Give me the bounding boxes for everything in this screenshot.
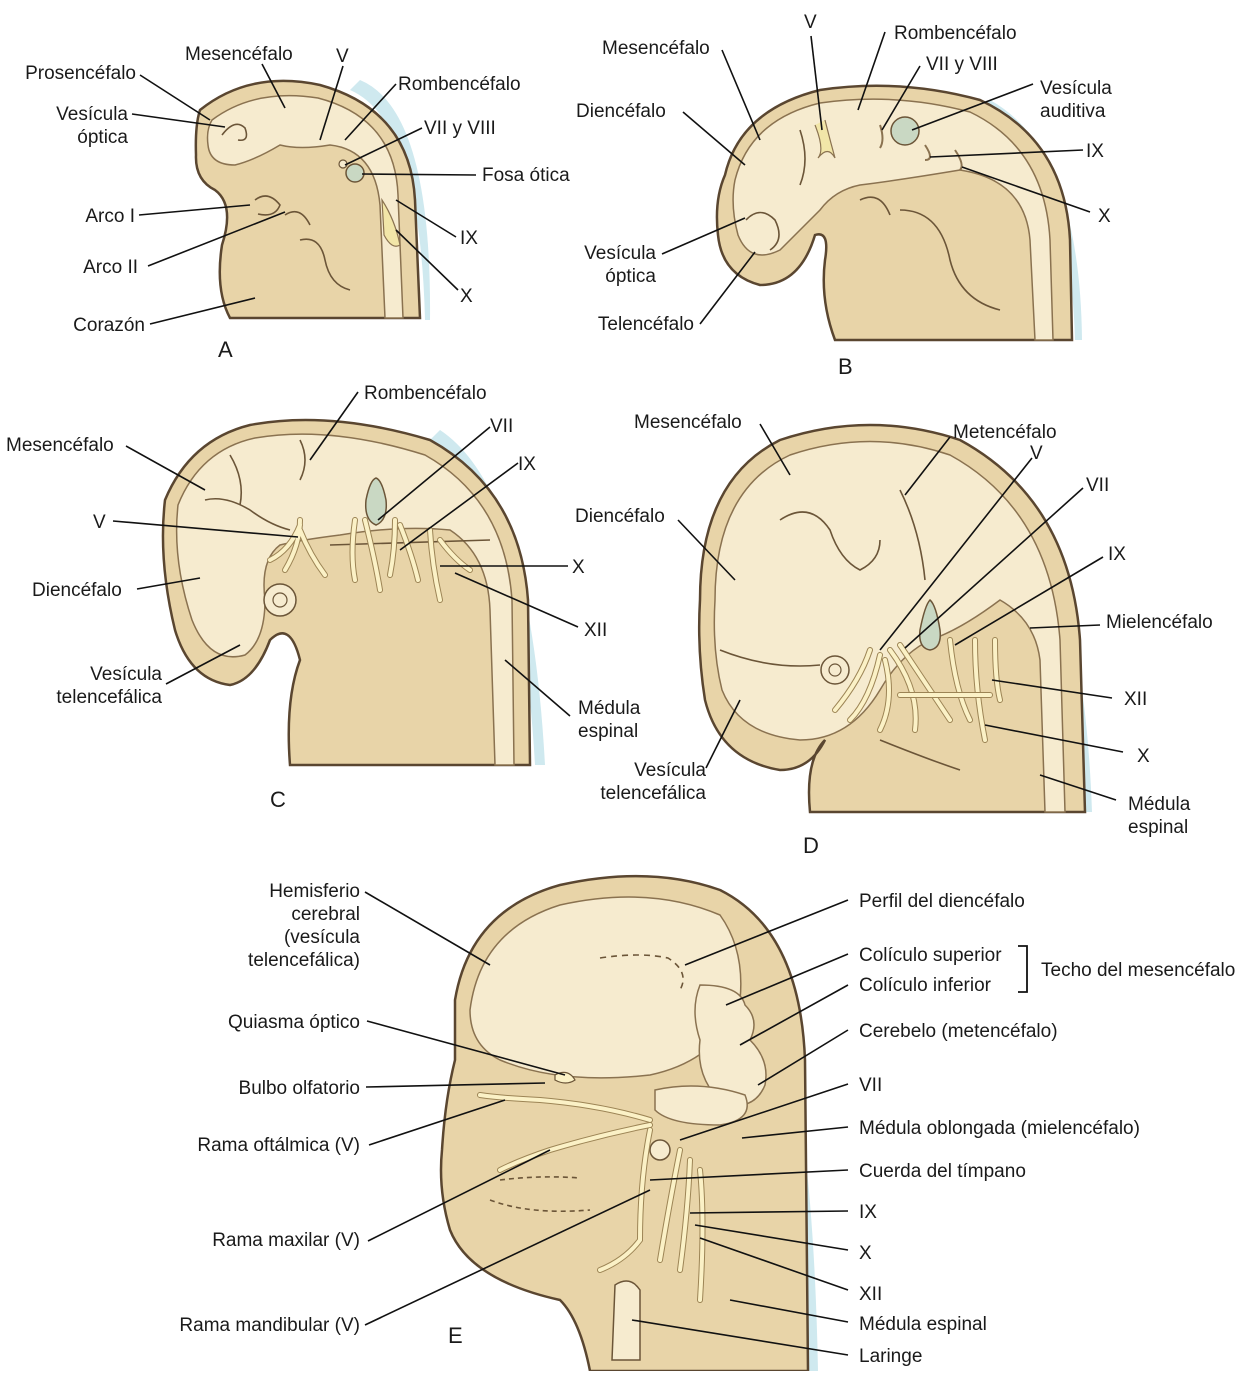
label-v: V: [336, 46, 349, 67]
label-vii-viii: VII y VIII: [424, 118, 496, 139]
label-xii: XII: [1124, 689, 1147, 710]
label-diencefalo: Diencéfalo: [575, 506, 665, 527]
panel-letter-b: B: [838, 354, 853, 379]
label-ix: IX: [1108, 544, 1126, 565]
label-hemisferio-2: cerebral: [291, 904, 360, 925]
label-maxilar: Rama maxilar (V): [212, 1230, 360, 1251]
panel-letter-a: A: [218, 337, 233, 362]
label-mesencefalo: Mesencéfalo: [634, 412, 742, 433]
label-vii: VII: [1086, 475, 1109, 496]
panel-d: Mesencéfalo Metencéfalo V VII Diencéfalo…: [575, 412, 1213, 858]
label-hemisferio-3: (vesícula: [284, 927, 360, 948]
label-ix: IX: [859, 1202, 877, 1223]
label-xii: XII: [859, 1284, 882, 1305]
label-hemisferio-4: telencefálica): [248, 950, 360, 971]
label-rombencefalo: Rombencéfalo: [894, 23, 1017, 44]
label-vesicula-tel-1: Vesícula: [634, 760, 706, 781]
panel-c: Mesencéfalo Rombencéfalo VII IX V Diencé…: [6, 383, 641, 812]
label-medula-1: Médula: [1128, 794, 1191, 815]
label-vii-viii: VII y VIII: [926, 54, 998, 75]
label-medula-1: Médula: [578, 698, 641, 719]
label-prosencefalo: Prosencéfalo: [25, 63, 136, 84]
panel-letter-d: D: [803, 833, 819, 858]
label-hemisferio-1: Hemisferio: [269, 881, 360, 902]
label-metencefalo: Metencéfalo: [953, 422, 1057, 443]
label-vesicula-optica-1: Vesícula: [584, 243, 656, 264]
label-ix: IX: [1086, 141, 1104, 162]
label-medula-2: espinal: [1128, 817, 1188, 838]
label-perfil-diencefalo: Perfil del diencéfalo: [859, 891, 1025, 912]
label-mielencefalo: Mielencéfalo: [1106, 612, 1213, 633]
label-v: V: [93, 512, 106, 533]
label-arco-i: Arco I: [85, 206, 135, 227]
label-vesicula-tel-2: telencefálica: [600, 783, 706, 804]
label-vesicula-auditiva-1: Vesícula: [1040, 78, 1112, 99]
label-mesencefalo: Mesencéfalo: [6, 435, 114, 456]
label-x: X: [859, 1243, 872, 1264]
label-arco-ii: Arco II: [83, 257, 138, 278]
label-x: X: [1098, 206, 1111, 227]
panel-letter-e: E: [448, 1323, 463, 1348]
label-quiasma: Quiasma óptico: [228, 1012, 360, 1033]
label-medula-oblongada: Médula oblongada (mielencéfalo): [859, 1118, 1140, 1139]
label-fosa-otica: Fosa ótica: [482, 165, 570, 186]
label-diencefalo: Diencéfalo: [576, 101, 666, 122]
label-laringe: Laringe: [859, 1346, 922, 1367]
label-rombencefalo: Rombencéfalo: [364, 383, 487, 404]
label-bulbo: Bulbo olfatorio: [239, 1078, 360, 1099]
label-coliculo-inferior: Colículo inferior: [859, 975, 992, 996]
label-vesicula-tel-2: telencefálica: [56, 687, 162, 708]
label-x: X: [572, 557, 585, 578]
label-telencefalo: Telencéfalo: [598, 314, 694, 335]
label-ix: IX: [460, 228, 478, 249]
label-vesicula-auditiva-2: auditiva: [1040, 101, 1106, 122]
label-v: V: [804, 12, 817, 33]
label-medula-espinal: Médula espinal: [859, 1314, 987, 1335]
label-ix: IX: [518, 454, 536, 475]
label-techo-mesencefalo: Techo del mesencéfalo: [1041, 960, 1235, 981]
label-coliculo-superior: Colículo superior: [859, 945, 1002, 966]
label-oftalmica: Rama oftálmica (V): [197, 1135, 360, 1156]
label-vesicula-optica-2: óptica: [605, 266, 656, 287]
label-x: X: [1137, 746, 1150, 767]
label-vii: VII: [490, 416, 513, 437]
label-mesencefalo: Mesencéfalo: [602, 38, 710, 59]
label-cuerda-timpano: Cuerda del tímpano: [859, 1161, 1026, 1182]
label-cerebelo: Cerebelo (metencéfalo): [859, 1021, 1058, 1042]
label-mesencefalo: Mesencéfalo: [185, 44, 293, 65]
label-v: V: [1030, 443, 1043, 464]
label-vesicula-optica-1: Vesícula: [56, 104, 128, 125]
panel-b: Mesencéfalo Diencéfalo Vesícula óptica T…: [576, 12, 1112, 379]
label-vesicula-tel-1: Vesícula: [90, 664, 162, 685]
label-vesicula-optica-2: óptica: [77, 127, 128, 148]
label-rombencefalo: Rombencéfalo: [398, 74, 521, 95]
label-diencefalo: Diencéfalo: [32, 580, 122, 601]
panel-a: Prosencéfalo Vesícula óptica Arco I Arco…: [25, 44, 570, 362]
label-vii: VII: [859, 1075, 882, 1096]
label-medula-2: espinal: [578, 721, 638, 742]
label-x: X: [460, 286, 473, 307]
panel-letter-c: C: [270, 787, 286, 812]
label-xii: XII: [584, 620, 607, 641]
label-corazon: Corazón: [73, 315, 145, 336]
panel-e: Hemisferio cerebral (vesícula telencefál…: [179, 876, 1235, 1371]
label-mandibular: Rama mandibular (V): [179, 1315, 360, 1336]
